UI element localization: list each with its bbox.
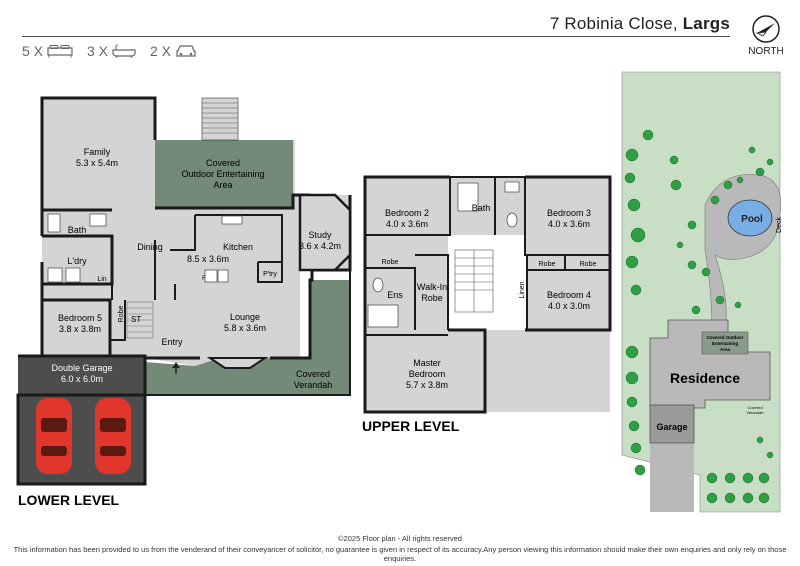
bedroom4-dims: 4.0 x 3.0m: [548, 301, 590, 311]
bedroom2-dims: 4.0 x 3.6m: [386, 219, 428, 229]
dining-label: Dining: [137, 242, 163, 252]
bedroom-count-text: 5 X: [22, 43, 44, 59]
kitchen-label: Kitchen: [223, 242, 253, 252]
driveway: [650, 440, 694, 512]
north-label: NORTH: [748, 46, 784, 57]
walk-in-robe-label-2: Robe: [421, 293, 443, 303]
master-label-1: Master: [413, 358, 441, 368]
copyright-note: ©2025 Floor plan - All rights reserved: [338, 534, 462, 543]
kitchen-dims: 8.5 x 3.6m: [187, 254, 229, 264]
covered-outdoor-label-2: Outdoor Entertaining: [181, 169, 264, 179]
upper-level-title: UPPER LEVEL: [362, 418, 460, 434]
site-covered-outdoor-1: Covered Outdoor: [706, 335, 743, 340]
family-dims: 5.3 x 5.4m: [76, 158, 118, 168]
north-compass: [748, 14, 784, 49]
covered-verandah-label-1: Covered: [296, 369, 330, 379]
compass-icon: [752, 15, 780, 43]
header-divider: [22, 36, 730, 37]
upper-robe-left-label: Robe: [382, 259, 399, 266]
family-label: Family: [84, 147, 111, 157]
bedroom5-label: Bedroom 5: [58, 313, 102, 323]
covered-outdoor-area: [155, 140, 293, 208]
study-label: Study: [308, 230, 332, 240]
rear-stairs: [201, 97, 239, 141]
bathtub-icon: [112, 44, 136, 58]
bedroom4-label: Bedroom 4: [547, 290, 591, 300]
lower-bath-label: Bath: [68, 225, 87, 235]
bedroom-count: 5 X: [22, 43, 73, 59]
upper-level-plan: Bedroom 2 4.0 x 3.6m Bath Bedroom 3 4.0 …: [362, 175, 612, 434]
upper-robe-right1-label: Robe: [539, 261, 556, 268]
storage-label: ST: [131, 315, 141, 324]
bedroom3-label: Bedroom 3: [547, 208, 591, 218]
upper-robe-right2-label: Robe: [580, 261, 597, 268]
pool: [727, 199, 773, 237]
bathroom-count: 3 X: [87, 43, 136, 59]
covered-outdoor-label-3: Area: [213, 180, 232, 190]
residence-label: Residence: [670, 370, 740, 386]
fridge-label: F: [202, 276, 206, 282]
double-garage-label: Double Garage: [51, 363, 112, 373]
site-garage: [649, 404, 695, 444]
linen-label: Lin: [97, 276, 106, 283]
property-address: 7 Robinia Close, Largs: [550, 14, 730, 34]
address-street: 7 Robinia Close,: [549, 14, 678, 33]
entry-arrow: [172, 362, 180, 368]
pantry-label: P'try: [263, 271, 277, 278]
walk-in-robe-label-1: Walk-In: [417, 282, 447, 292]
deck-label: Deck: [776, 217, 783, 233]
site-covered-verandah-1: Covered: [747, 405, 762, 410]
double-garage-dims: 6.0 x 6.0m: [61, 374, 103, 384]
upper-bath-label: Bath: [472, 203, 491, 213]
car-space-count: 2 X: [150, 43, 197, 59]
bedroom2-label: Bedroom 2: [385, 208, 429, 218]
site-covered-outdoor-3: Area: [720, 347, 731, 352]
ensuite-label: Ens: [387, 290, 403, 300]
garage-car-right: [95, 398, 131, 474]
pool-label: Pool: [741, 214, 763, 225]
upper-outer-wall: [363, 175, 450, 330]
lounge-label: Lounge: [230, 312, 260, 322]
bathroom-count-text: 3 X: [87, 43, 109, 59]
study-bay: [298, 193, 352, 272]
covered-verandah: [145, 280, 350, 395]
site-garage-label: Garage: [656, 422, 687, 432]
master-label-2: Bedroom: [409, 369, 446, 379]
disclaimer-note: This information has been provided to us…: [13, 545, 787, 563]
car-icon: [176, 45, 196, 57]
linen-label-upper: Linen: [519, 281, 526, 298]
covered-outdoor-label-1: Covered: [206, 158, 240, 168]
entry-label: Entry: [161, 337, 183, 347]
garage-car-left: [36, 398, 72, 474]
bedroom3-dims: 4.0 x 3.6m: [548, 219, 590, 229]
laundry-label: L'dry: [67, 256, 87, 266]
lower-level-plan: Family 5.3 x 5.4m Covered Outdoor Entert…: [16, 96, 352, 508]
site-covered-verandah-2: Verandah: [746, 410, 763, 415]
site-covered-outdoor-2: Entertaining: [712, 341, 739, 346]
address-suburb: Largs: [682, 14, 730, 33]
lower-robe-label: Robe: [118, 306, 125, 323]
car-space-count-text: 2 X: [150, 43, 172, 59]
lounge-dims: 5.8 x 3.6m: [224, 323, 266, 333]
master-dims: 5.7 x 3.8m: [406, 380, 448, 390]
site-plan: Pool Deck Covered Outdoor Entertaining A…: [621, 71, 783, 513]
bed-icon: [47, 45, 73, 58]
bedroom5-dims: 3.8 x 3.8m: [59, 324, 101, 334]
covered-verandah-label-2: Verandah: [294, 380, 333, 390]
study-dims: 3.6 x 4.2m: [299, 241, 341, 251]
lower-level-title: LOWER LEVEL: [18, 492, 120, 508]
trees: [624, 129, 774, 504]
